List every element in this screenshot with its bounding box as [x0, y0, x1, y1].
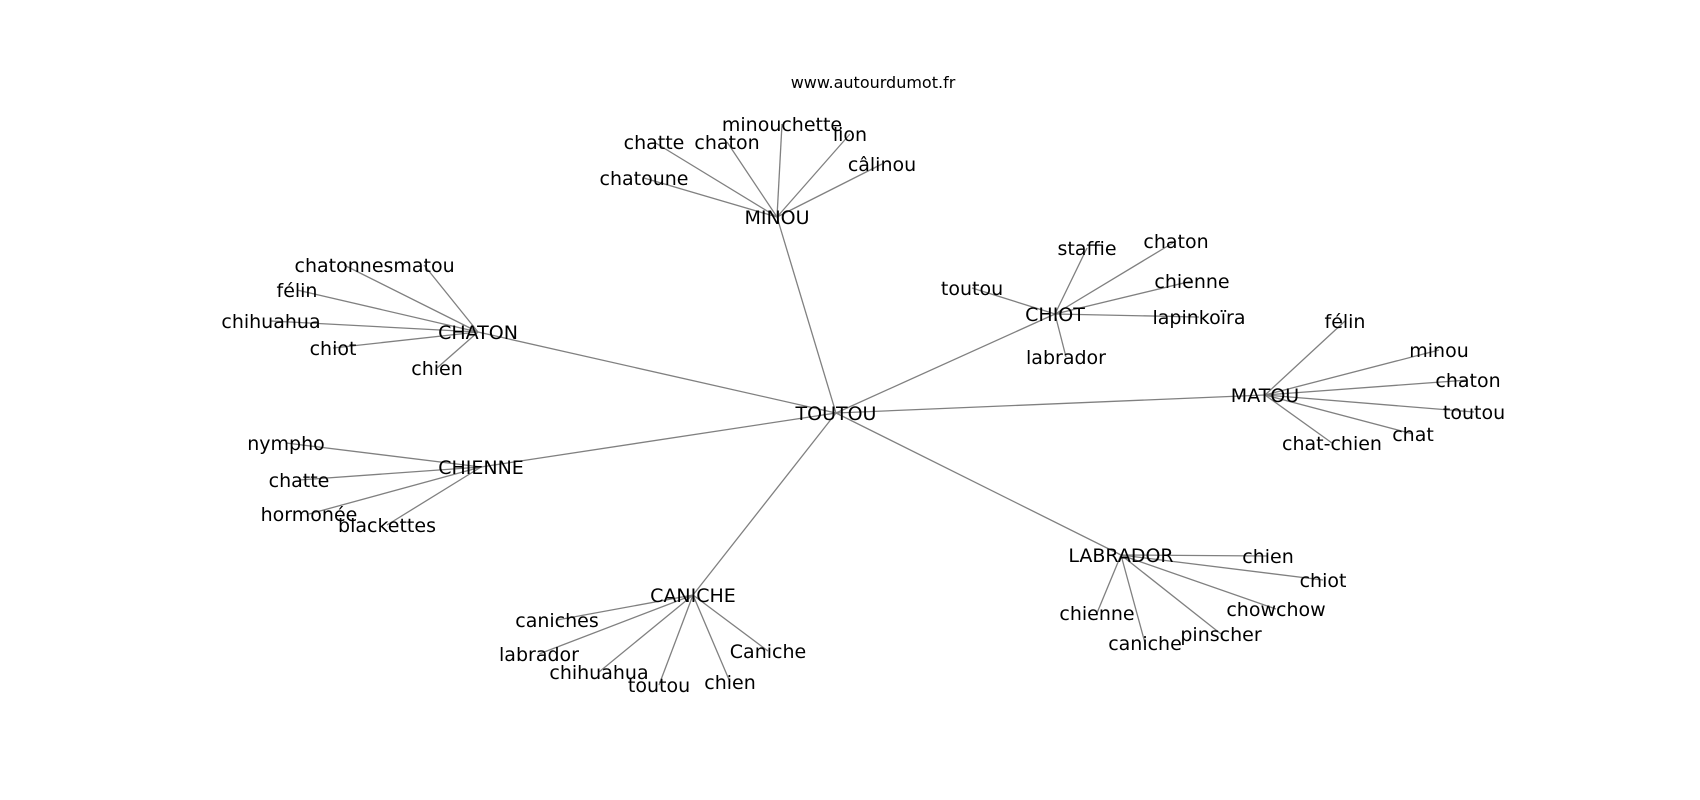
leaf-node-label: chowchow: [1226, 599, 1325, 621]
edge-hub-to-leaf: [270, 320, 479, 333]
center-node-label: TOUTOU: [795, 403, 877, 425]
leaf-node-label: hormonée: [261, 504, 358, 526]
leaf-node-label: chatte: [624, 132, 685, 154]
leaf-node-label: félin: [277, 280, 318, 302]
leaf-node-label: chihuahua: [549, 662, 648, 684]
edge-hub-to-leaf: [1096, 554, 1122, 614]
edge-hub-to-leaf: [1054, 313, 1200, 318]
site-label: www.autourdumot.fr: [791, 73, 956, 92]
leaf-node-label: câlinou: [848, 154, 916, 176]
leaf-node-label: caniches: [515, 610, 599, 632]
edge-center-to-hub: [776, 216, 837, 414]
edge-hub-to-leaf: [776, 133, 851, 218]
edge-hub-to-leaf: [1054, 280, 1193, 315]
leaf-node-label: chiot: [310, 338, 357, 360]
edge-hub-to-leaf: [1120, 554, 1269, 557]
edge-center-to-hub: [835, 313, 1056, 414]
leaf-node-label: félin: [1325, 311, 1366, 333]
leaf-node-label: toutou: [1443, 402, 1505, 424]
hub-node-label: CHIOT: [1025, 304, 1085, 326]
leaf-node-label: chien: [704, 672, 756, 694]
edge-hub-to-leaf: [556, 594, 694, 621]
leaf-node-label: chien: [1242, 546, 1294, 568]
leaf-node-label: toutou: [941, 278, 1003, 300]
edge-center-to-hub: [477, 331, 837, 414]
leaf-node-label: caniche: [1108, 633, 1182, 655]
leaf-node-label: labrador: [499, 644, 579, 666]
edge-hub-to-leaf: [1054, 247, 1088, 315]
leaf-node-label: chienne: [1154, 271, 1229, 293]
leaf-node-label: labrador: [1026, 347, 1106, 369]
edge-hub-to-leaf: [643, 177, 778, 218]
edge-hub-to-leaf: [1264, 379, 1469, 396]
edge-hub-to-leaf: [692, 594, 769, 652]
leaf-node-label: minouchette: [722, 114, 842, 136]
edge-hub-to-leaf: [1120, 554, 1324, 581]
edge-hub-to-leaf: [1120, 554, 1222, 635]
edge-hub-to-leaf: [332, 331, 479, 349]
leaf-node-label: chiot: [1300, 570, 1347, 592]
edge-center-to-hub: [835, 394, 1266, 414]
edge-hub-to-leaf: [1120, 554, 1277, 610]
hub-node-label: MINOU: [744, 207, 809, 229]
leaf-node-label: chat-chien: [1282, 433, 1382, 455]
leaf-node-label: chien: [411, 358, 463, 380]
leaf-node-label: Caniche: [730, 641, 806, 663]
edge-hub-to-leaf: [726, 141, 778, 218]
leaf-node-label: chaton: [1143, 231, 1208, 253]
edge-hub-to-leaf: [538, 594, 694, 655]
edge-hub-to-leaf: [1120, 554, 1146, 644]
hub-node-label: CHATON: [438, 322, 518, 344]
hub-node-label: CANICHE: [650, 585, 736, 607]
edge-hub-to-leaf: [1054, 313, 1067, 358]
leaf-node-label: pinscher: [1180, 624, 1261, 646]
leaf-node-label: chatonnes: [295, 255, 394, 277]
leaf-node-label: nympho: [247, 433, 325, 455]
leaf-node-label: blackettes: [338, 515, 436, 537]
edge-hub-to-leaf: [658, 594, 694, 686]
leaf-node-label: lion: [833, 124, 867, 146]
leaf-node-label: chatoune: [600, 168, 689, 190]
edge-hub-to-leaf: [692, 594, 731, 683]
leaf-node-label: matou: [393, 255, 454, 277]
edge-hub-to-leaf: [423, 264, 479, 333]
edge-hub-to-leaf: [436, 331, 479, 369]
leaf-node-label: chihuahua: [221, 311, 320, 333]
edge-center-to-hub: [480, 412, 837, 468]
edge-hub-to-leaf: [971, 287, 1056, 315]
hub-node-label: LABRADOR: [1068, 545, 1173, 567]
hub-node-label: CHIENNE: [438, 457, 524, 479]
edge-hub-to-leaf: [1054, 240, 1177, 315]
edge-hub-to-leaf: [1264, 394, 1333, 444]
edge-hub-to-leaf: [298, 466, 482, 481]
edge-hub-to-leaf: [1264, 394, 1414, 435]
leaf-node-label: toutou: [628, 675, 690, 697]
edge-hub-to-leaf: [776, 163, 883, 218]
leaf-node-label: minou: [1409, 340, 1469, 362]
edge-hub-to-leaf: [1264, 320, 1346, 396]
edge-hub-to-leaf: [1264, 349, 1440, 396]
leaf-node-label: chatte: [269, 470, 330, 492]
edge-hub-to-leaf: [1264, 394, 1475, 413]
hub-node-label: MATOU: [1231, 385, 1299, 407]
edge-hub-to-leaf: [343, 264, 479, 333]
edges: [270, 123, 1475, 686]
edge-hub-to-leaf: [598, 594, 694, 673]
edge-hub-to-leaf: [308, 466, 482, 515]
leaf-node-label: chienne: [1059, 603, 1134, 625]
edge-hub-to-leaf: [653, 141, 778, 218]
edge-hub-to-leaf: [776, 123, 783, 218]
leaf-node-label: chat: [1392, 424, 1434, 446]
leaf-node-label: chaton: [1435, 370, 1500, 392]
edge-center-to-hub: [692, 412, 837, 596]
edge-hub-to-leaf: [386, 466, 482, 526]
leaf-node-label: staffie: [1057, 238, 1116, 260]
edge-hub-to-leaf: [285, 442, 482, 468]
edge-center-to-hub: [835, 412, 1122, 556]
leaf-node-label: lapinkoïra: [1153, 307, 1246, 329]
edge-hub-to-leaf: [296, 289, 479, 333]
leaf-node-label: chaton: [694, 132, 759, 154]
